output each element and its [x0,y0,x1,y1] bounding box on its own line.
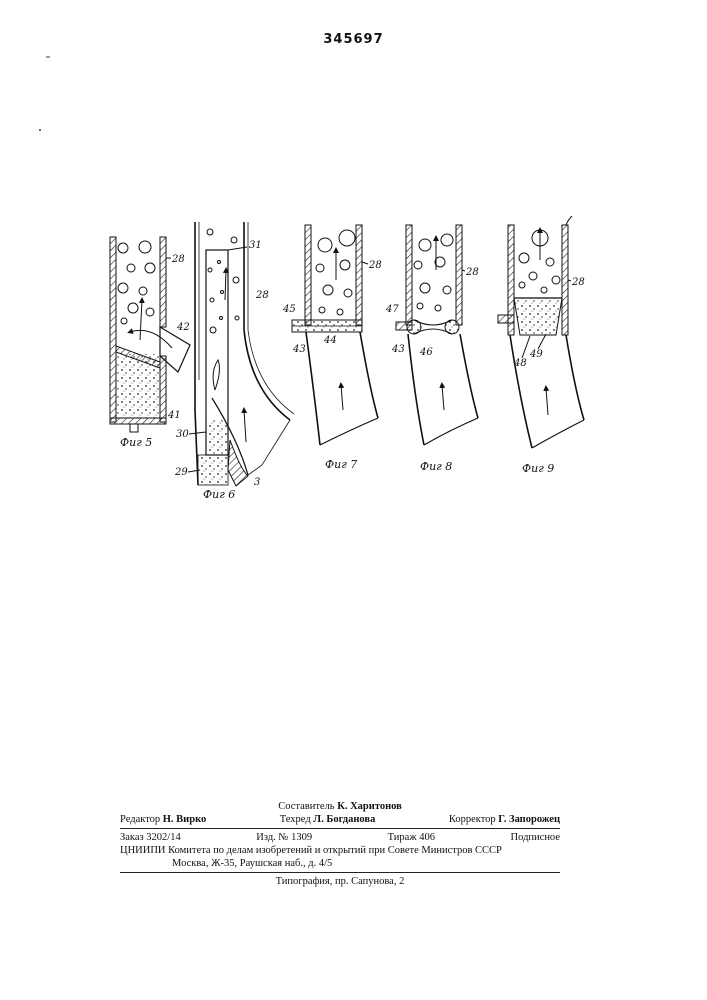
subscription: Подписное [511,831,560,844]
fig9-label-49: 49 [529,349,543,360]
fig8-label-46: 46 [419,347,433,358]
fig6-label-28: 28 [255,290,269,301]
printer-line: Типография, пр. Сапунова, 2 [120,875,560,888]
staff-line: Редактор Н. Вирко Техред Л. Богданова Ко… [120,813,560,826]
compiler-line: Составитель К. Харитонов [120,800,560,813]
institute-line: ЦНИИПИ Комитета по делам изобретений и о… [120,844,560,857]
compiler-label: Составитель [278,800,334,813]
editor-name: Н. Вирко [163,814,206,825]
editor-label: Редактор [120,814,160,825]
edition-number: Изд. № 1309 [256,831,312,844]
techred-label: Техред [280,814,311,825]
figure-6 [195,222,294,486]
fig8-label-43: 43 [391,344,405,355]
fig8-caption: Фиг 8 [420,460,452,473]
fig8-label-28: 28 [465,267,479,278]
fig5-label-42: 42 [176,322,190,333]
fig7-caption: Фиг 7 [325,458,357,471]
order-number: Заказ 3202/14 [120,831,181,844]
fig7-label-45: 45 [282,304,296,315]
figure-5 [110,237,190,432]
fig5-caption: Фиг 5 [120,436,152,449]
compiler-name: К. Харитонов [337,800,402,813]
corrector-label: Корректор [449,814,496,825]
corrector-name: Г. Запорожец [498,814,560,825]
fig6-label-3: 3 [254,477,260,488]
figures-drawing: 28 42 41 Фиг 5 31 28 30 29 3 Фиг 6 28 45… [0,0,707,520]
address-line: Москва, Ж-35, Раушская наб., д. 4/5 [120,857,560,870]
fig6-label-30: 30 [176,429,189,440]
imprint-rule-top [120,828,560,829]
fig6-label-29: 29 [174,467,188,478]
fig6-caption: Фиг 6 [203,488,235,501]
fig5-label-41: 41 [167,410,181,421]
fig5-label-28: 28 [171,254,185,265]
printer: Типография, пр. Сапунова, 2 [276,875,405,888]
fig7-label-43: 43 [292,344,306,355]
imprint-rule-bottom [120,872,560,873]
address: Москва, Ж-35, Раушская наб., д. 4/5 [120,857,332,870]
figure-9 [498,216,584,448]
circulation: Тираж 406 [388,831,435,844]
fig9-label-48: 48 [513,358,527,369]
institute: ЦНИИПИ Комитета по делам изобретений и о… [120,844,502,857]
fig7-label-28: 28 [368,260,382,271]
fig8-label-47: 47 [385,304,399,315]
order-line: Заказ 3202/14 Изд. № 1309 Тираж 406 Подп… [120,831,560,844]
figure-8 [396,225,478,445]
fig9-caption: Фиг 9 [522,462,554,475]
imprint-block: Составитель К. Харитонов Редактор Н. Вир… [120,800,560,888]
techred-name: Л. Богданова [313,814,375,825]
fig7-label-44: 44 [323,335,337,346]
fig6-label-31: 31 [249,240,262,251]
fig9-label-28: 28 [571,277,585,288]
